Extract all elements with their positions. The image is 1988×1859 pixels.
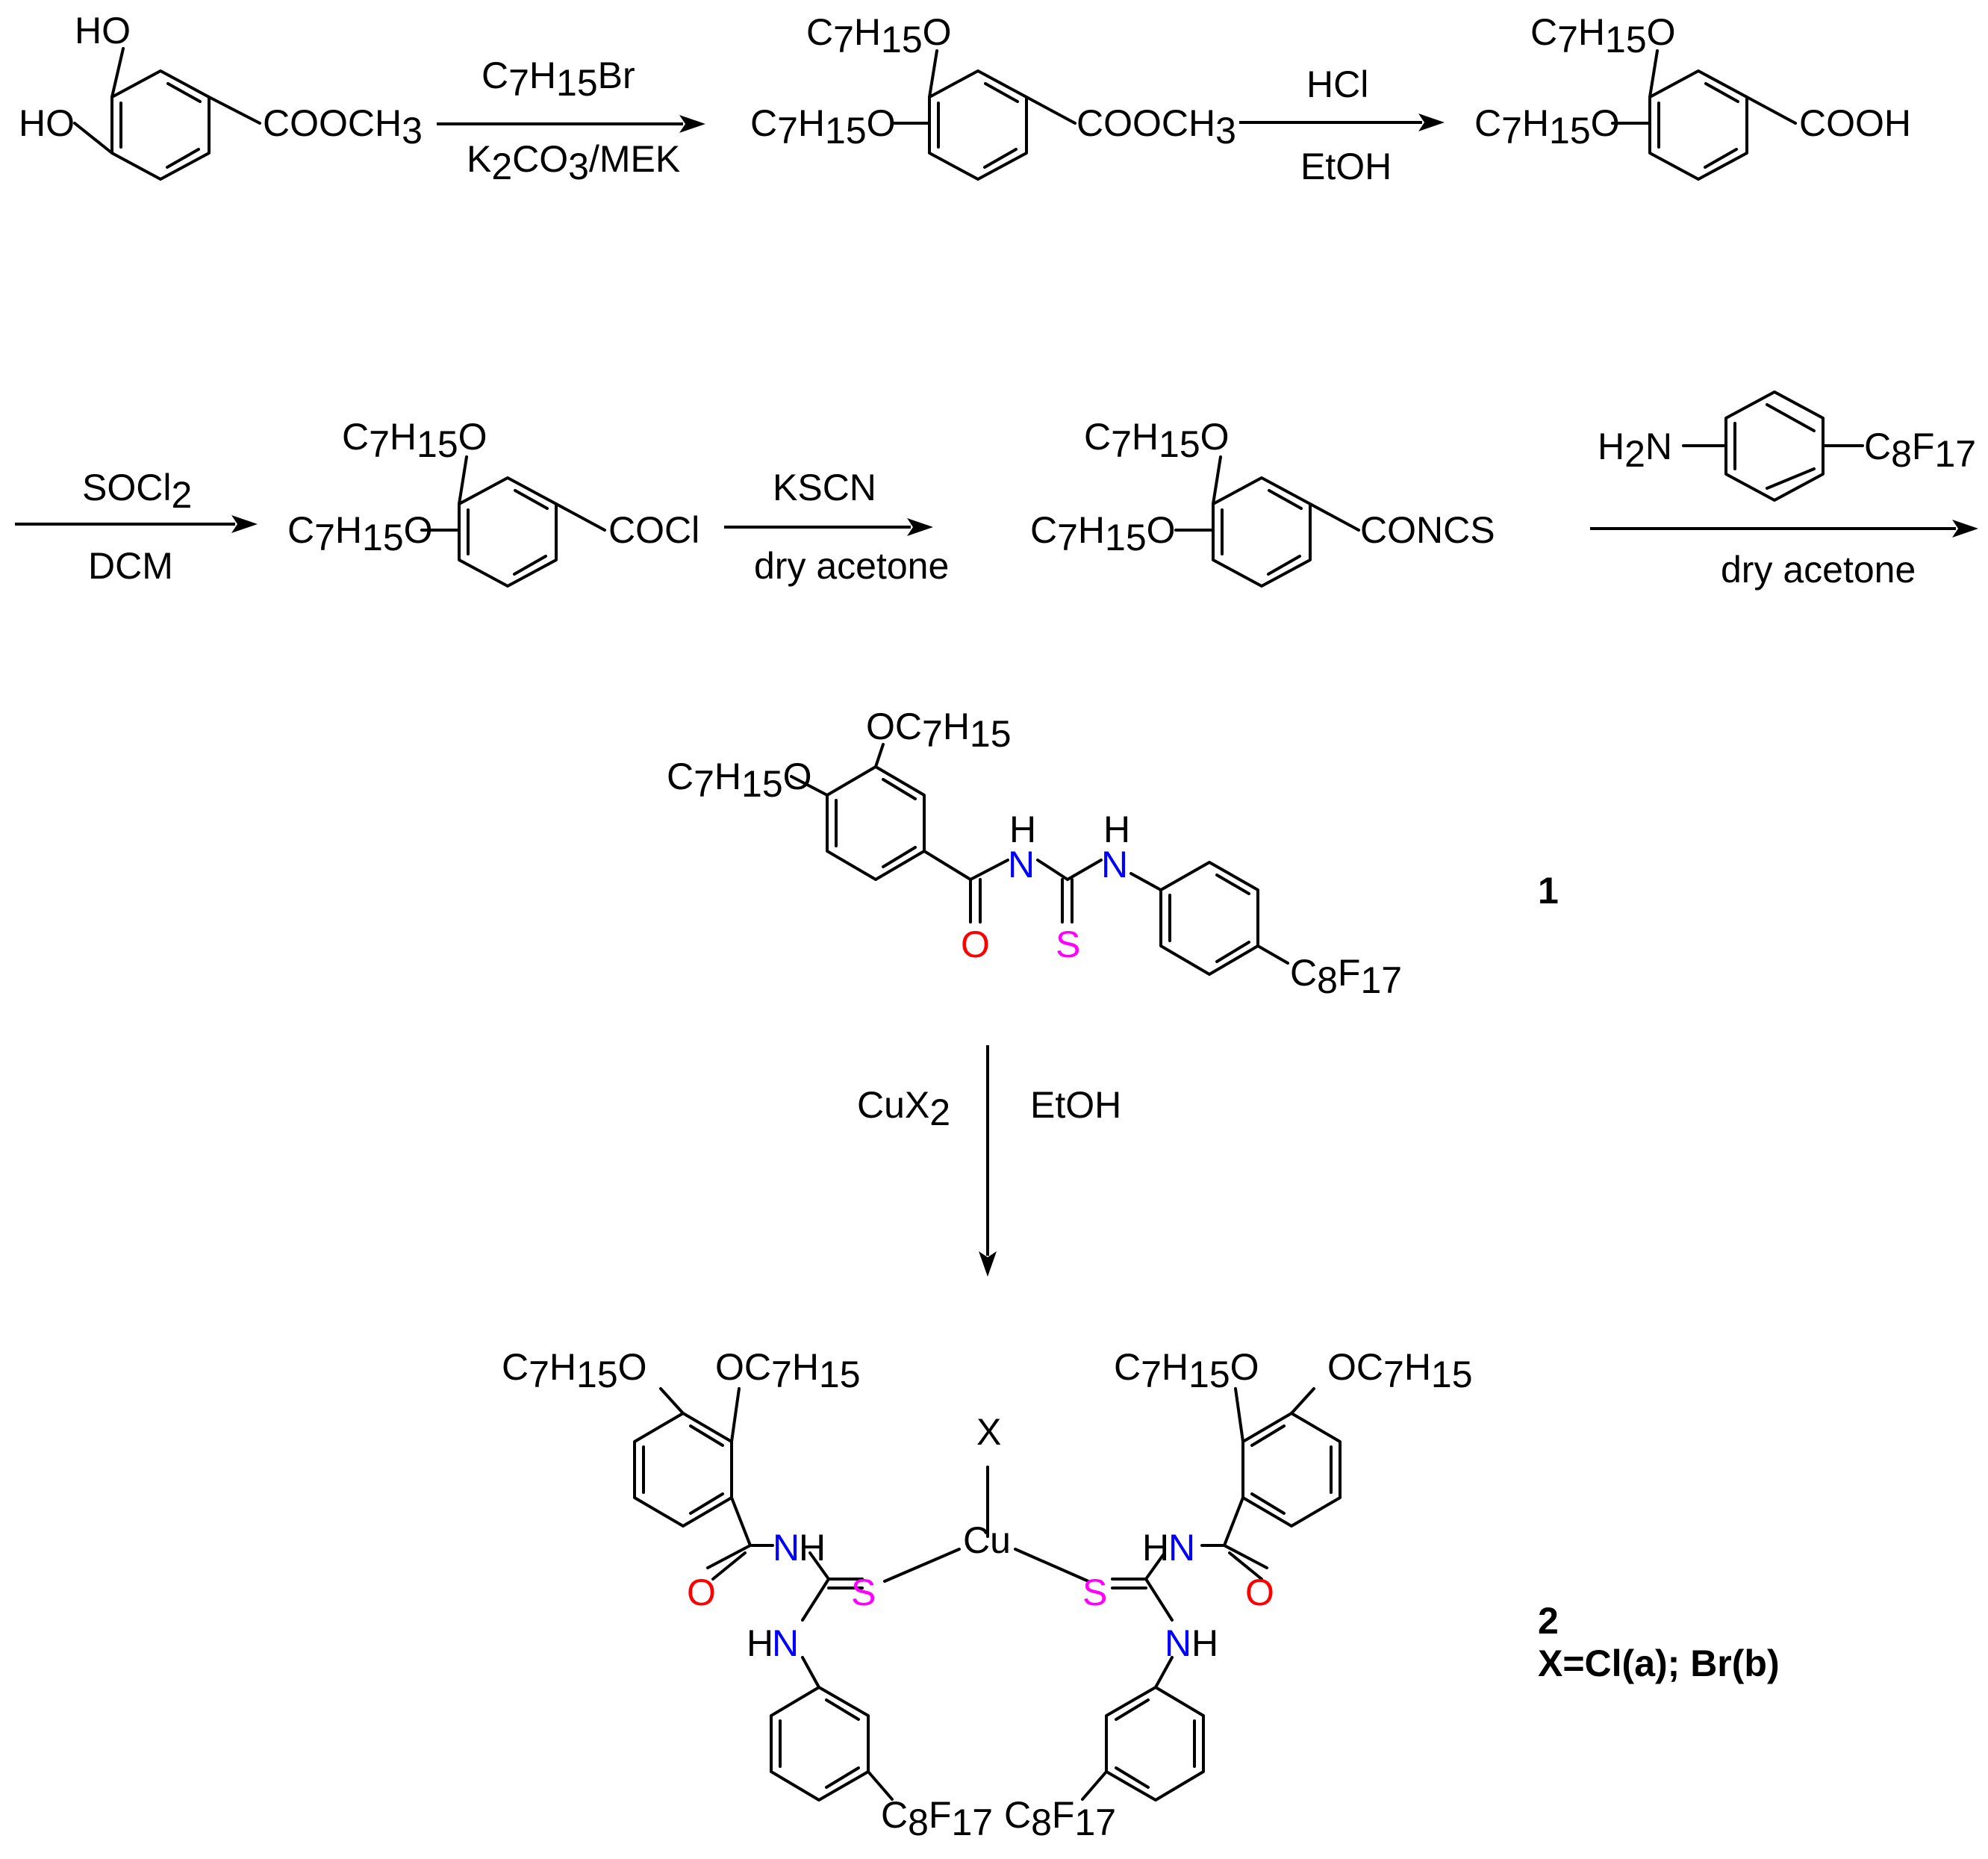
label-h-thioamide: H [1103,809,1130,850]
label-ho-left: HO [19,102,75,144]
reaction-arrow-4: KSCN dry acetone [724,467,949,587]
compound-dialkoxy-benzoic-acid: C7H15O C7H15O COOH [1474,11,1911,181]
label-h-right-lower: H [1191,1622,1218,1664]
label-c7h15o-left-ligand: C7H15O [502,1346,647,1395]
compound-1-acylthiourea: OC7H15 C7H15O H N H N O S C8F17 [667,706,1402,1001]
reaction-arrow-3: SOCl2 DCM [15,467,258,587]
label-c7h15o-top: C7H15O [806,11,952,60]
label-cu: Cu [963,1519,1011,1561]
reagent-kscn: KSCN [773,467,876,508]
label-c7h15o-top: C7H15O [1530,11,1676,60]
label-cocl: COCl [608,509,699,551]
label-n-thioamide: N [1101,844,1128,885]
solvent-etoh-2: EtOH [1030,1084,1121,1126]
reaction-arrow-2: HCl EtOH [1239,63,1445,187]
label-h-left: H [799,1527,826,1569]
label-n-right: N [1168,1527,1195,1569]
label-s-right: S [1082,1572,1107,1613]
reaction-arrow-1: C7H15Br K2CO3/MEK [437,55,705,187]
label-n-right-lower: N [1165,1622,1191,1664]
solvent-etoh-1: EtOH [1300,146,1392,187]
label-c7h15o-left: C7H15O [750,102,896,152]
label-cooh: COOH [1799,102,1911,144]
label-h2n: H2N [1598,426,1672,475]
label-h-right: H [1142,1527,1169,1569]
label-cooch3: COOCH3 [1076,102,1236,152]
label-c8f17: C8F17 [1290,952,1402,1001]
compound-methyl-dihydroxybenzoate: HO HO COOCH3 [19,10,423,181]
label-o-right: O [1245,1572,1274,1613]
solvent-dry-acetone-1: dry acetone [754,545,949,587]
compound-2-note: X=Cl(a); Br(b) [1538,1642,1780,1684]
label-h-left-lower: H [747,1622,773,1664]
reaction-arrow-6: CuX2 EtOH [857,1045,1121,1277]
compound-number-1: 1 [1538,870,1559,912]
label-s-thiocarbonyl: S [1056,924,1080,965]
reaction-arrow-5: H2N C8F17 dry acetone [1590,390,1978,591]
label-oc7h15-left-ligand: OC7H15 [715,1346,861,1395]
reagent-cux2: CuX2 [857,1084,950,1133]
label-c7h15o-right-ligand: C7H15O [1114,1346,1259,1395]
label-ho-top: HO [75,10,131,52]
compound-acyl-isothiocyanate: C7H15O C7H15O CONCS [1030,416,1495,588]
label-c7h15o: C7H15O [667,756,812,805]
label-coococh3: COOCH3 [263,102,423,152]
label-n-amide: N [1008,844,1035,885]
conditions-k2co3-mek: K2CO3/MEK [467,138,680,187]
label-n-left-lower: N [772,1622,799,1664]
label-oc7h15-right-ligand: OC7H15 [1327,1346,1473,1395]
label-c7h15o-left: C7H15O [1030,509,1176,558]
label-o-carbonyl: O [961,924,990,965]
label-h-amide: H [1009,809,1036,850]
label-s-left: S [851,1572,876,1613]
compound-number-2: 2 [1538,1600,1559,1642]
label-o-left: O [687,1572,716,1613]
reagent-c7h15br: C7H15Br [482,55,635,104]
reagent-socl2: SOCl2 [82,467,192,516]
reagent-hcl: HCl [1306,63,1368,105]
label-x: X [976,1411,1001,1453]
label-concs: CONCS [1360,509,1495,551]
solvent-dcm: DCM [88,545,173,587]
label-c8f17-right: C8F17 [1004,1794,1116,1843]
label-c7h15o-top: C7H15O [342,416,487,465]
label-n-left: N [773,1527,800,1569]
label-c7h15o-left: C7H15O [1474,102,1620,152]
label-c8f17-reagent: C8F17 [1864,426,1976,475]
solvent-dry-acetone-2: dry acetone [1721,549,1916,591]
compound-2-copper-complex: X Cu C7H15O OC7H15 O N H S H N C8F17 [502,1346,1473,1843]
label-c8f17-left: C8F17 [881,1794,993,1843]
label-c7h15o-top: C7H15O [1084,416,1230,465]
label-oc7h15: OC7H15 [866,706,1012,755]
compound-dialkoxy-benzoyl-chloride: C7H15O C7H15O COCl [287,416,699,588]
compound-dialkoxy-methyl-ester: C7H15O C7H15O COOCH3 [750,11,1236,181]
label-c7h15o-left: C7H15O [287,509,433,558]
